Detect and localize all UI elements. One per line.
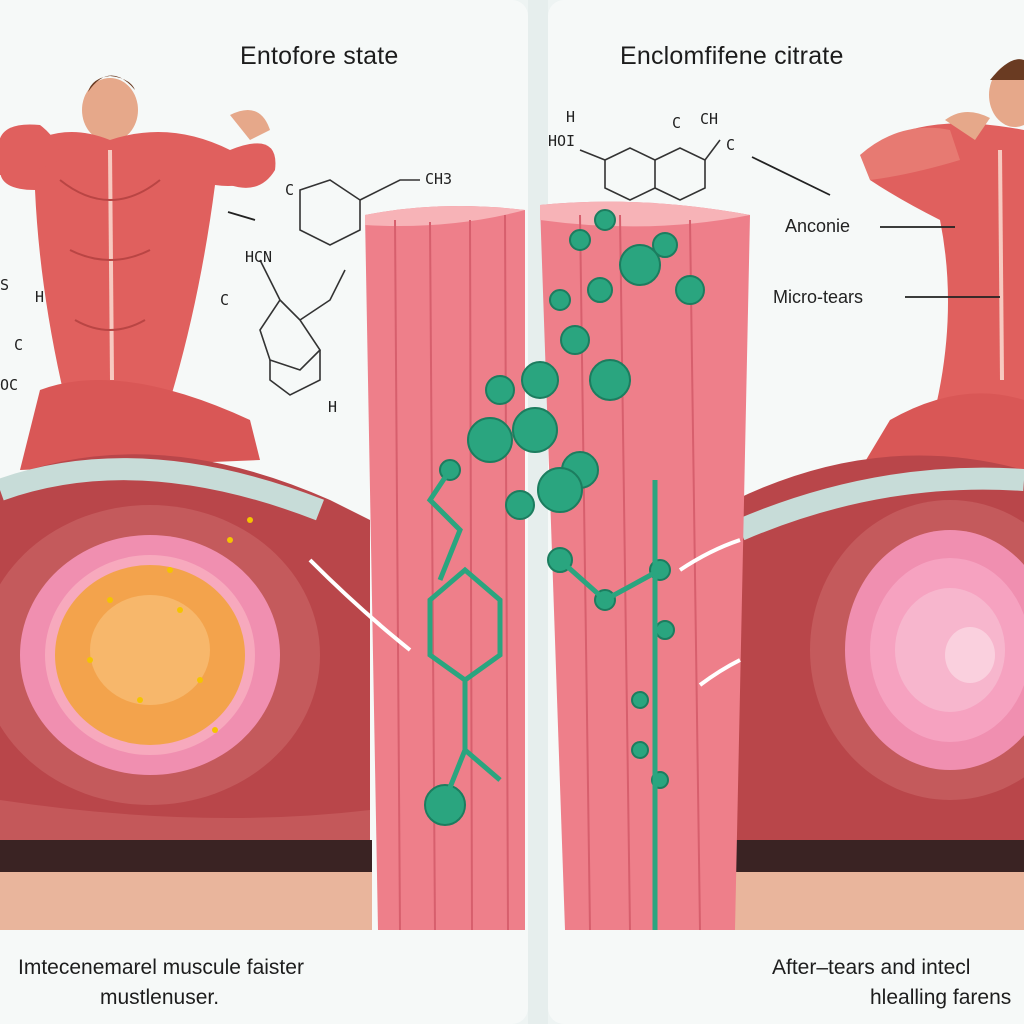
chem-s: S bbox=[0, 276, 9, 294]
clomiphene-molecule bbox=[424, 209, 705, 826]
chem-c2: C bbox=[220, 291, 229, 309]
chem-hoi: HOI bbox=[548, 132, 575, 150]
left-caption-line1: Imtecenemarel muscule faister bbox=[18, 956, 304, 979]
chem-hcn: HCN bbox=[245, 248, 272, 266]
left-title: Entofore state bbox=[240, 42, 399, 70]
chem-ch3: CH3 bbox=[425, 170, 452, 188]
chem-structure-left bbox=[259, 179, 420, 396]
right-figure bbox=[860, 59, 1024, 470]
chem-structure-right bbox=[579, 139, 721, 201]
left-cross-section bbox=[0, 454, 370, 840]
chem-c1: C bbox=[285, 181, 294, 199]
right-title: Enclomfifene citrate bbox=[620, 42, 844, 70]
left-fat-layer bbox=[0, 870, 372, 930]
chem-ch: CH bbox=[700, 110, 718, 128]
label-micro-tears: Micro-tears bbox=[773, 287, 864, 307]
chem-c3: C bbox=[672, 114, 681, 132]
left-caption-line2: mustlenuser. bbox=[100, 986, 220, 1009]
right-caption-line1: After–tears and intecl bbox=[772, 956, 971, 979]
chem-h2: H bbox=[566, 108, 575, 126]
right-cross-section bbox=[735, 455, 1024, 840]
chem-oc: OC bbox=[0, 376, 18, 394]
label-anconie: Anconie bbox=[785, 216, 851, 236]
left-figure bbox=[0, 75, 276, 470]
chem-c5: C bbox=[14, 336, 23, 354]
right-fat-layer bbox=[735, 870, 1024, 930]
chem-h1: H bbox=[328, 398, 337, 416]
chem-h3: H bbox=[35, 288, 44, 306]
right-caption-line2: hlealling farens bbox=[870, 986, 1012, 1009]
pointer-lines bbox=[227, 156, 1000, 298]
molecule-bonds bbox=[426, 468, 662, 930]
chem-c4: C bbox=[726, 136, 735, 154]
white-arrows bbox=[308, 538, 741, 687]
